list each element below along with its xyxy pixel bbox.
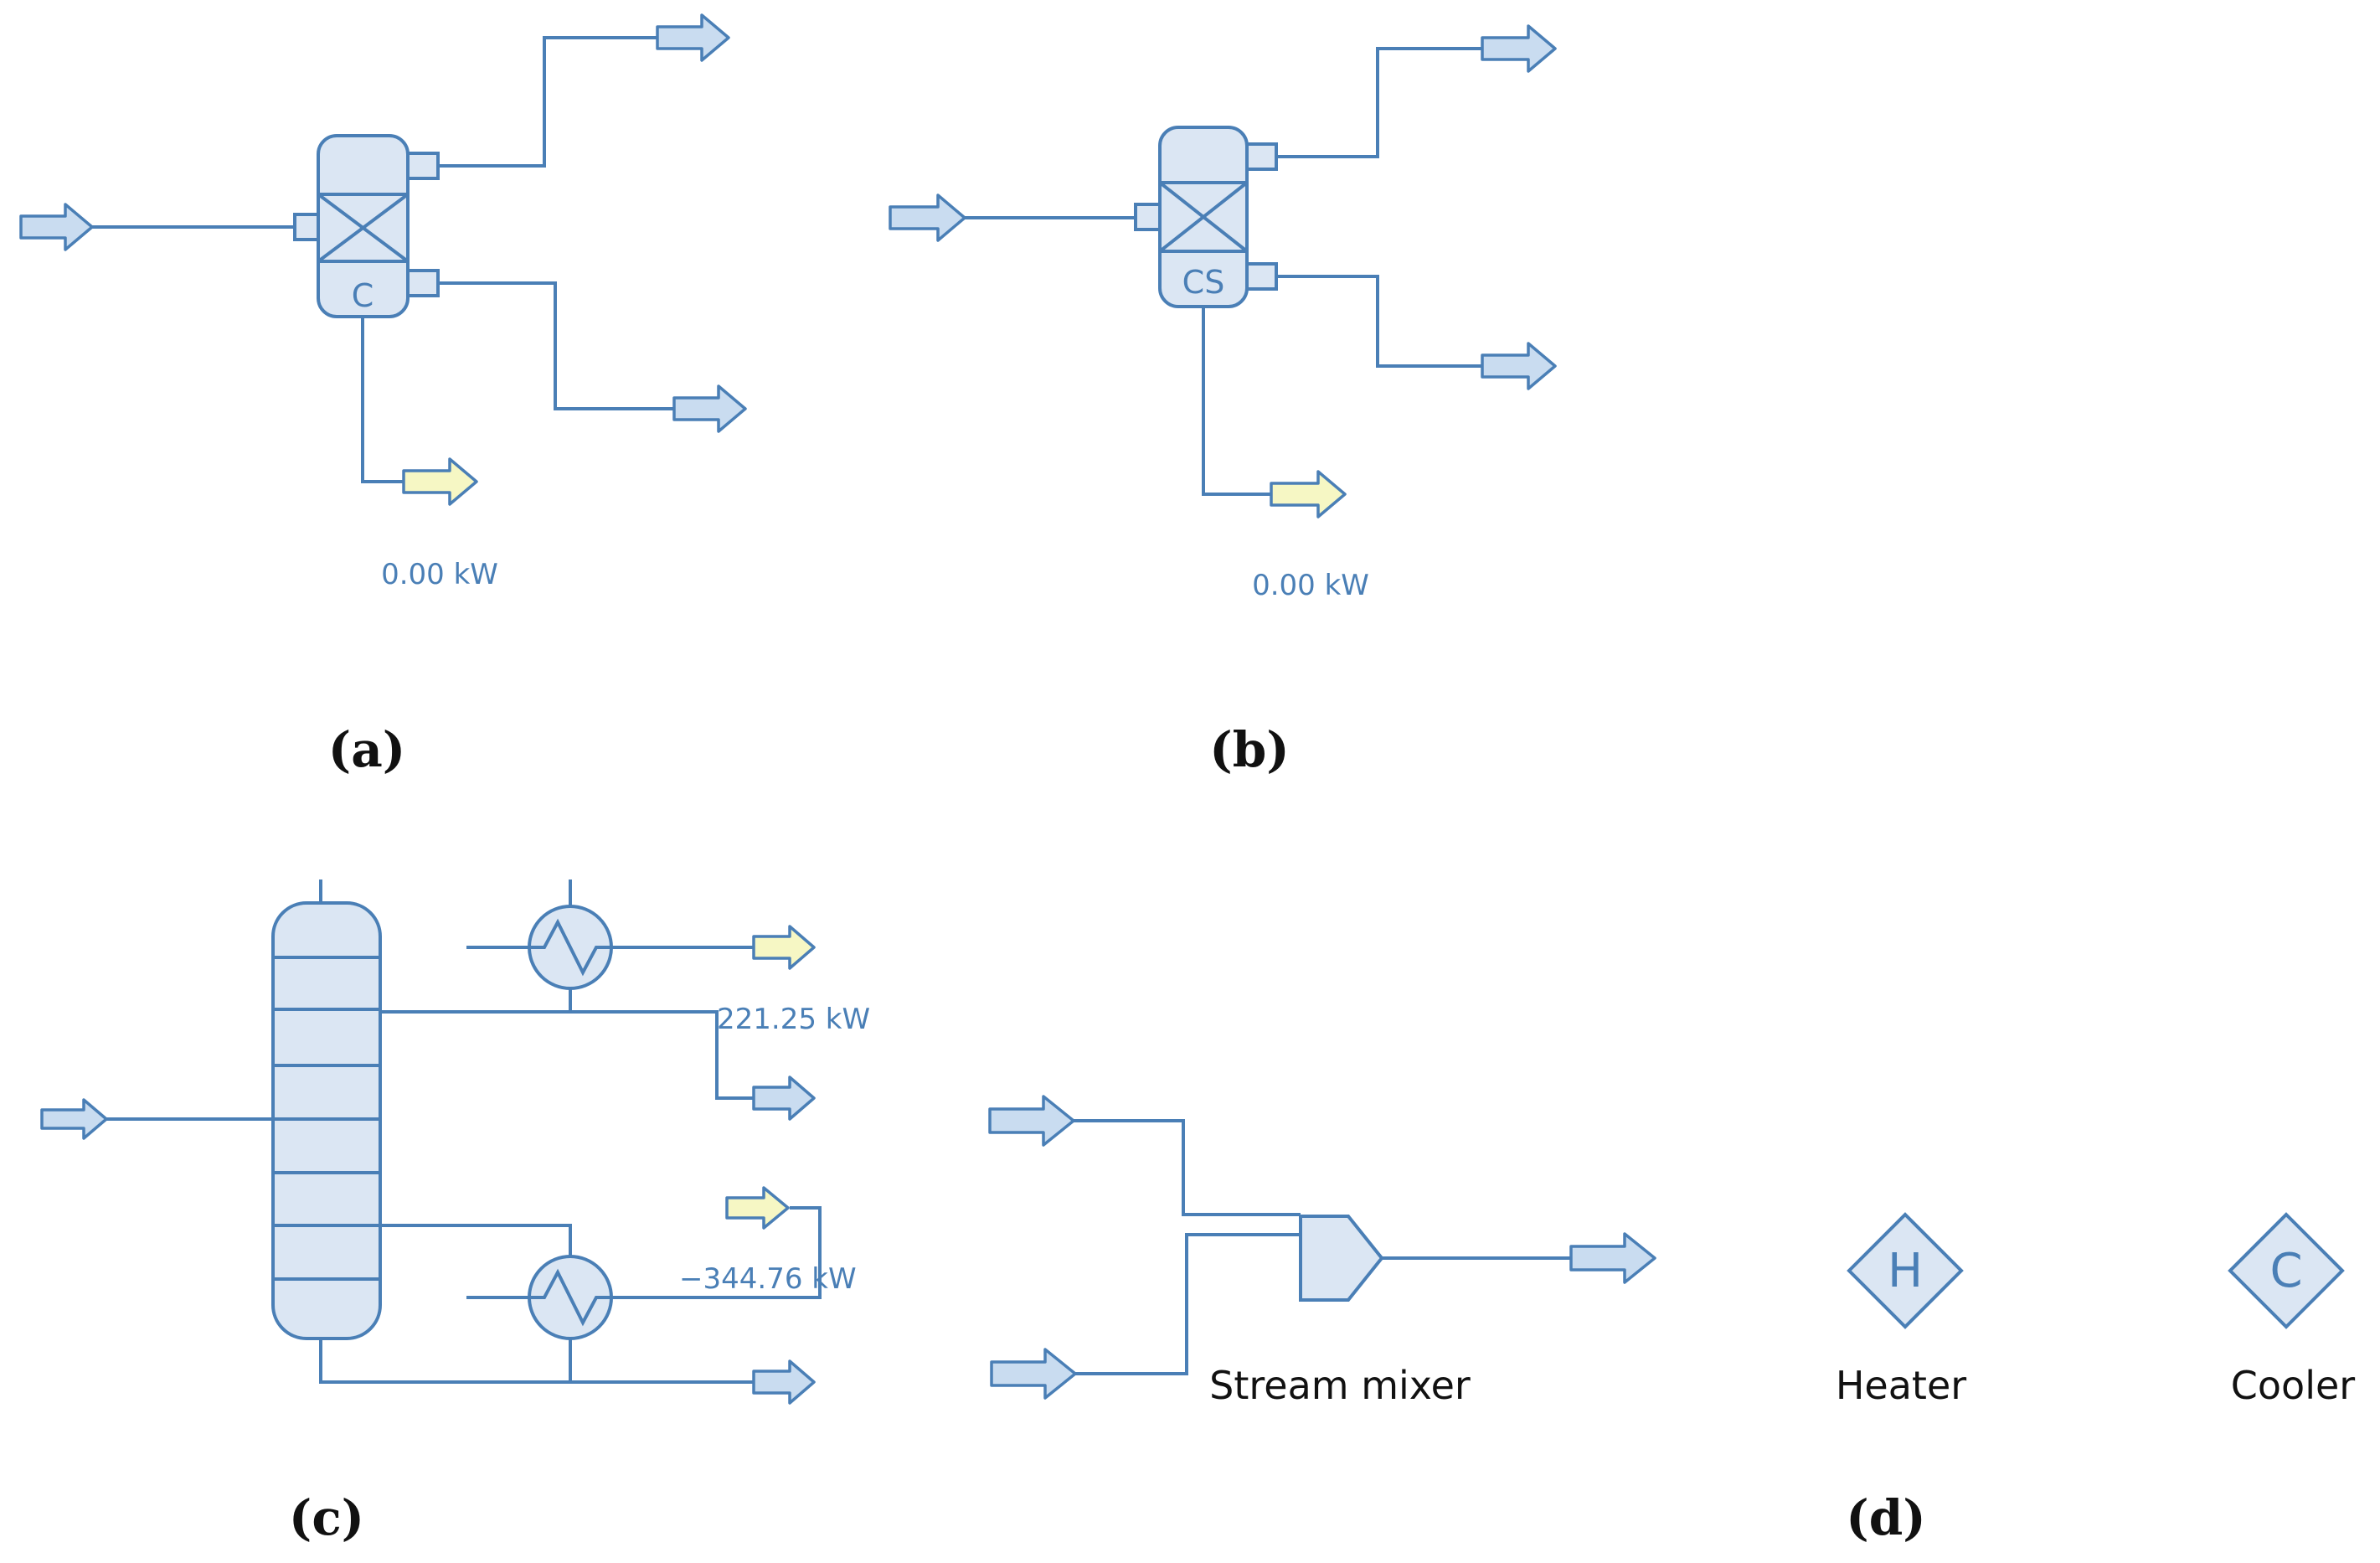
packing-cross-b xyxy=(1158,181,1249,253)
unit-label-a: C xyxy=(352,277,374,314)
packing-cross-a xyxy=(317,193,410,263)
feed-arrow-a xyxy=(19,203,94,251)
condenser-zigzag xyxy=(529,918,611,977)
mixer-inlet-arrow-1 xyxy=(988,1095,1075,1147)
heater-diamond-icon xyxy=(1847,1212,1964,1329)
unit-label-b: CS xyxy=(1182,264,1225,301)
duty-label-b: 0.00 kW xyxy=(1252,569,1369,602)
bottoms-pipe xyxy=(319,1339,754,1384)
caption-a: (a) xyxy=(328,721,405,778)
reboiler-energy-pipe xyxy=(466,1206,822,1299)
mixer-outlet-arrow xyxy=(1569,1232,1656,1284)
energy-pipe-a xyxy=(361,314,404,483)
mixer-inlet-arrow-2 xyxy=(990,1348,1077,1400)
bottoms-arrow xyxy=(752,1359,816,1405)
distillate-pipe xyxy=(380,1010,754,1100)
reboiler-vertical-pipe xyxy=(380,1224,572,1382)
cooler-letter: C xyxy=(2269,1244,2302,1298)
side-product-pipe-a xyxy=(438,281,674,410)
panel-b: CS 0.00 kW (b) xyxy=(889,24,1557,778)
reboiler-zigzag xyxy=(529,1268,611,1327)
distillate-arrow xyxy=(752,1076,816,1121)
cooler-label: Cooler xyxy=(2231,1363,2355,1408)
column-trays xyxy=(273,956,380,1281)
caption-d: (d) xyxy=(1846,1489,1925,1546)
top-product-arrow-a xyxy=(656,13,730,62)
side-product-pipe-b xyxy=(1276,275,1482,368)
outlet-nozzle-side-b xyxy=(1245,262,1278,291)
top-product-arrow-b xyxy=(1481,24,1557,73)
heater-letter: H xyxy=(1888,1244,1923,1298)
reboiler-duty-label: −344.76 kW xyxy=(679,1262,857,1296)
energy-arrow-a xyxy=(402,457,478,506)
top-product-pipe-a xyxy=(438,36,657,168)
energy-arrow-b xyxy=(1270,470,1347,518)
panel-a: C 0.00 kW (a) xyxy=(19,13,747,778)
outlet-nozzle-top-b xyxy=(1245,142,1278,171)
feed-arrow-c xyxy=(40,1098,108,1140)
side-product-arrow-a xyxy=(672,384,747,433)
duty-label-a: 0.00 kW xyxy=(381,558,498,591)
caption-c: (c) xyxy=(289,1489,364,1546)
energy-pipe-b xyxy=(1202,306,1271,496)
top-product-pipe-b xyxy=(1276,47,1482,158)
panel-c: 221.25 kW −344.76 kW (c) xyxy=(40,880,870,1546)
mixer-inlet-pipe-1 xyxy=(1074,1119,1301,1216)
outlet-nozzle-top-a xyxy=(406,152,440,180)
reboiler-energy-arrow xyxy=(725,1186,790,1230)
heater-label: Heater xyxy=(1836,1363,1966,1408)
stream-mixer-label: Stream mixer xyxy=(1209,1363,1471,1408)
outlet-nozzle-side-a xyxy=(406,269,440,297)
inlet-nozzle-b xyxy=(1134,203,1162,231)
stream-mixer-icon xyxy=(1299,1215,1384,1302)
panel-d: Stream mixer H Heater C Cooler (d) xyxy=(988,1095,2355,1546)
mixer-inlet-pipe-2 xyxy=(1074,1233,1301,1375)
condenser-energy-arrow xyxy=(752,925,816,970)
caption-b: (b) xyxy=(1209,721,1289,778)
side-product-arrow-b xyxy=(1481,342,1557,390)
feed-arrow-b xyxy=(889,193,966,242)
condenser-duty-label: 221.25 kW xyxy=(717,1003,870,1036)
inlet-nozzle-a xyxy=(293,213,320,241)
cooler-diamond-icon xyxy=(2228,1212,2345,1329)
